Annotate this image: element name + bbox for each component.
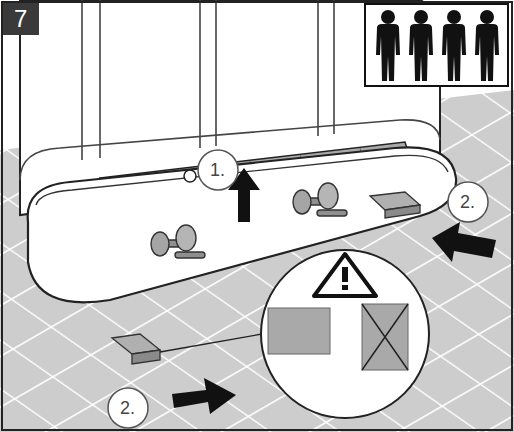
detail-circle [261,250,429,418]
drain-button [184,170,196,182]
callout-circles [108,150,488,428]
four-persons-icon [376,10,499,81]
step-number: 7 [14,7,27,31]
callout-number: 1. [210,161,225,179]
people-box [365,4,508,86]
correct-beam-face [268,308,330,354]
step-box [3,3,39,35]
cross-mark [362,304,408,370]
callout-number: 2. [120,399,135,417]
leader-line [160,334,262,352]
warning-triangle [314,254,376,296]
wrong-beam-face [362,304,408,370]
callout-number: 2. [460,193,475,211]
push-arrow [432,222,496,262]
push-arrow [172,378,236,414]
